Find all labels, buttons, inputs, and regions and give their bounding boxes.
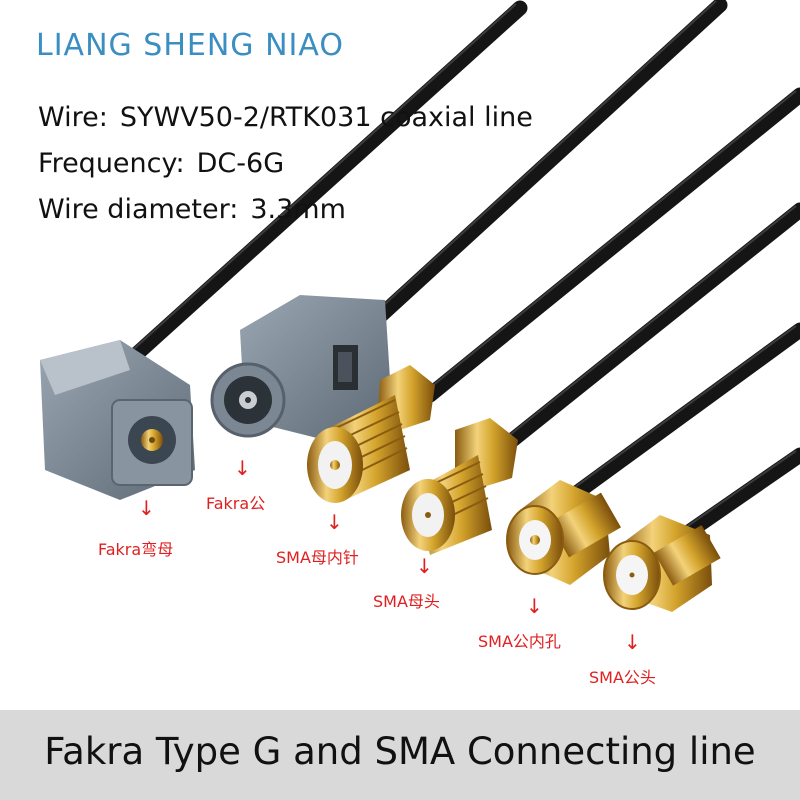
cable-2: [357, 0, 728, 338]
down-arrow-icon: ↓: [416, 554, 433, 578]
fakra-right-angle-female-connector: [40, 340, 195, 500]
down-arrow-icon: ↓: [526, 594, 543, 618]
cable-5: [552, 322, 800, 513]
spec-wire: Wire: SYWV50-2/RTK031 coaxial line: [38, 102, 533, 133]
spec-frequency: Frequency: DC-6G: [38, 148, 284, 179]
label-sma-female-inner-pin: SMA母内针: [276, 548, 359, 567]
sma-female-inner-pin-connector: [307, 365, 435, 503]
spec-frequency-value: DC-6G: [196, 148, 285, 179]
sma-male-connector: [603, 515, 721, 612]
label-fakra-male: Fakra公: [206, 494, 266, 513]
cable-3: [422, 87, 800, 403]
cable-1: [122, 0, 528, 368]
label-fakra-right-angle-female: Fakra弯母: [98, 540, 174, 559]
down-arrow-icon: ↓: [234, 456, 251, 480]
footer-bar: [0, 710, 800, 800]
brand-name: LIANG SHENG NIAO: [36, 28, 344, 63]
down-arrow-icon: ↓: [326, 510, 343, 534]
spec-diameter-key: Wire diameter:: [38, 194, 239, 225]
cable-4: [492, 202, 800, 458]
down-arrow-icon: ↓: [624, 630, 641, 654]
spec-diameter: Wire diameter: 3.3mm: [38, 194, 346, 225]
label-sma-male-inner-hole: SMA公内孔: [478, 632, 561, 651]
sma-female-connector: [401, 418, 518, 555]
sma-male-inner-hole-connector: [506, 480, 621, 585]
spec-wire-value: SYWV50-2/RTK031 coaxial line: [119, 102, 533, 133]
down-arrow-icon: ↓: [138, 496, 155, 520]
label-sma-male: SMA公头: [589, 668, 656, 687]
fakra-male-connector: [210, 295, 392, 440]
footer-title: Fakra Type G and SMA Connecting line: [44, 730, 756, 773]
label-sma-female: SMA母头: [373, 592, 440, 611]
spec-frequency-key: Frequency:: [38, 148, 185, 179]
spec-wire-key: Wire:: [38, 102, 108, 133]
spec-diameter-value: 3.3mm: [250, 194, 346, 225]
